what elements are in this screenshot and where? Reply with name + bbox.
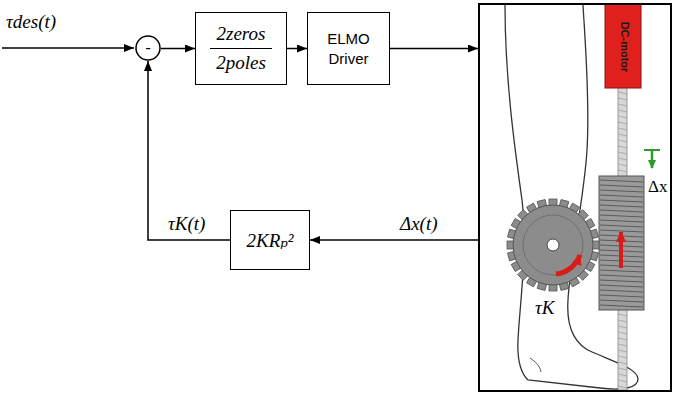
screw-thread: [618, 320, 627, 322]
screw-thread: [618, 134, 627, 136]
signal-label: Δx(t): [398, 214, 440, 234]
displacement-arrow: [651, 150, 654, 168]
gear-axle: [547, 239, 559, 251]
screw-thread: [618, 326, 627, 328]
rack-thread: [600, 295, 643, 297]
torque-arrow: [556, 255, 580, 274]
screw-thread: [618, 380, 627, 382]
screw-thread: [618, 356, 627, 358]
torque-label: τK: [535, 297, 554, 319]
screw-thread: [618, 104, 627, 106]
gear: [513, 205, 593, 285]
input-signal-label: τdes(t): [4, 12, 58, 32]
rack-thread: [600, 270, 643, 272]
screw-thread: [618, 128, 627, 130]
screw-thread: [618, 92, 627, 94]
rack-thread: [600, 275, 643, 277]
rack-arrow: [619, 232, 623, 268]
sign-label: -: [145, 39, 151, 56]
screw-thread: [618, 122, 627, 124]
rack-thread: [600, 280, 643, 282]
gain-text: 2KRₚ²: [240, 229, 299, 252]
signal-connector: [310, 239, 478, 241]
screw-thread: [618, 158, 627, 160]
driver-label: ELMO Driver: [319, 29, 379, 69]
signal-connector: [390, 48, 478, 50]
screw-thread: [618, 98, 627, 100]
signal-connector: [161, 48, 195, 50]
screw-thread: [618, 152, 627, 154]
displacement-tick: [644, 149, 660, 151]
ankle-line: [530, 358, 541, 372]
displacement-label: Δx: [648, 177, 667, 197]
transfer-function-box: 2zeros2poles: [195, 12, 287, 85]
rack-thread: [600, 185, 643, 187]
screw-thread: [618, 146, 627, 148]
signal-connector: [287, 48, 307, 50]
screw-thread: [618, 344, 627, 346]
summing-junction: -: [135, 35, 161, 61]
rack-thread: [600, 290, 643, 292]
rack-thread: [600, 180, 643, 182]
rack-thread: [600, 190, 643, 192]
screw-thread: [618, 362, 627, 364]
dc-motor: [605, 4, 641, 88]
screw-thread: [618, 386, 627, 388]
rack-thread: [600, 300, 643, 302]
rack-thread: [600, 225, 643, 227]
screw-thread: [618, 116, 627, 118]
driver-box: ELMO Driver: [307, 12, 390, 85]
gear-rim: [523, 215, 583, 275]
screw-thread: [618, 140, 627, 142]
screw-thread: [618, 164, 627, 166]
numerator-text: 2zeros: [211, 23, 272, 48]
input-line: [2, 47, 134, 49]
rack-thread: [600, 195, 643, 197]
rack-thread: [600, 210, 643, 212]
denominator-text: 2poles: [210, 48, 272, 74]
feedback-gain-box: 2KRₚ²: [230, 210, 310, 270]
screw-thread: [618, 374, 627, 376]
screw-thread: [618, 350, 627, 352]
motor-label: DC-motor: [619, 22, 631, 73]
junction-circle: [136, 36, 160, 60]
rack-thread: [600, 215, 643, 217]
rack-thread: [600, 285, 643, 287]
screw-thread: [618, 338, 627, 340]
screw-thread: [618, 110, 627, 112]
rack-nut: [599, 176, 644, 310]
signal-connector: [148, 61, 230, 240]
rack-thread: [600, 230, 643, 232]
screw-thread: [618, 368, 627, 370]
plant-panel: DC-motor τK Δx: [478, 3, 672, 392]
screw-thread: [618, 314, 627, 316]
rack-thread: [600, 220, 643, 222]
screw-thread: [618, 332, 627, 334]
rack-thread: [600, 205, 643, 207]
signal-label: τK(t): [166, 214, 207, 234]
screw-thread: [618, 170, 627, 172]
rack-thread: [600, 305, 643, 307]
rack-thread: [600, 200, 643, 202]
